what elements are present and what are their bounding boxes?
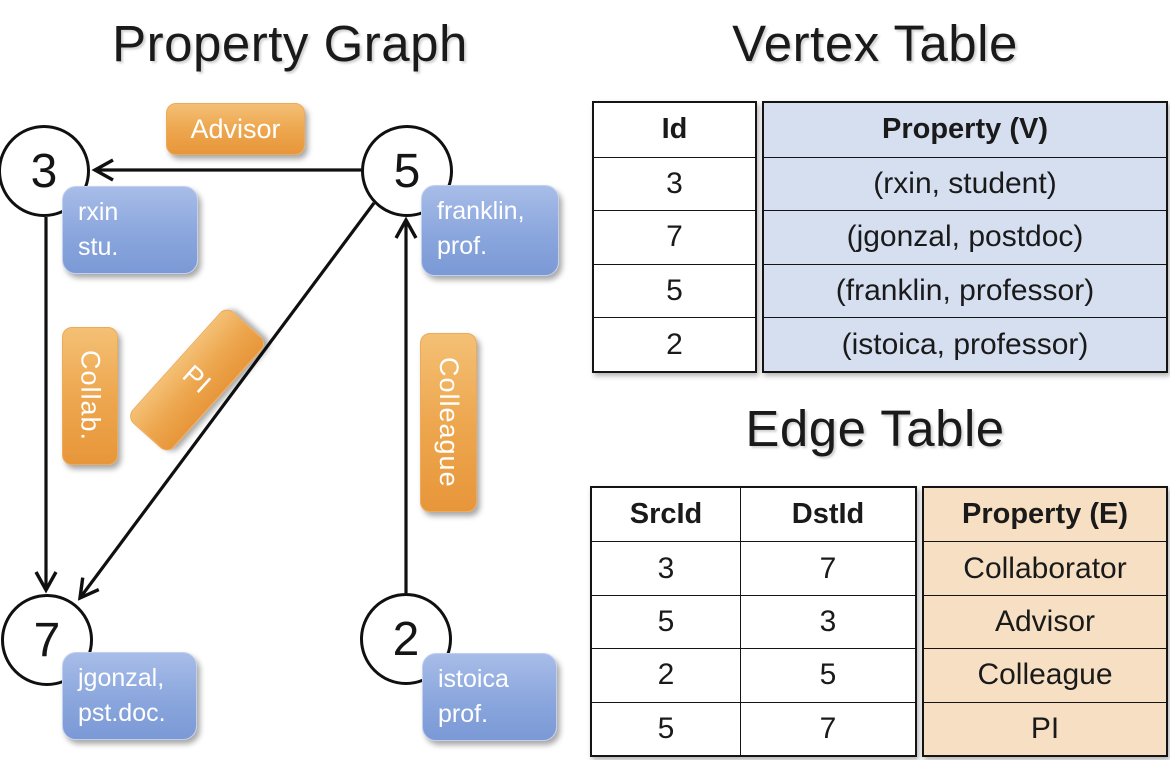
label-line: franklin, [437,197,525,225]
table-row: 2 [594,317,755,371]
vertex-id-cell: 3 [666,166,683,200]
edge-property-cell: Colleague [924,649,1166,702]
vertex-property-cell: (rxin, student) [764,157,1166,211]
table-row: Collaborator [924,541,1166,595]
table-row: 5 7 [592,701,915,755]
vertex-table-id-column: Id 3 7 5 2 [592,101,757,373]
node-2-property-label: istoica prof. [422,653,557,741]
label-line: pst.doc. [78,699,166,727]
table-row: 5 3 [592,594,915,649]
edge-srcid-cell: 5 [657,604,675,638]
table-row: (franklin, professor) [764,263,1166,318]
node-id: 5 [393,144,421,198]
edge-property-cell: Collaborator [924,542,1166,595]
edge-srcid-cell: 2 [657,658,675,692]
label-line: prof. [438,700,489,728]
graph-edges-layer [34,158,418,601]
property-graph-title: Property Graph [112,15,468,72]
table-row: Colleague [924,648,1166,702]
vertex-property-cell: (franklin, professor) [764,264,1166,318]
edge-srcid-cell: 5 [657,711,675,745]
table-row: (rxin, student) [764,156,1166,211]
node-id: 7 [33,613,61,667]
edge-table-title: Edge Table [745,400,1005,457]
edge-dstid-cell: 7 [740,702,915,755]
edge-property-cell: Advisor [924,595,1166,649]
edge-dstid-cell: 3 [740,595,915,649]
vertex-id-cell: 2 [666,327,683,361]
edge-label-text: Advisor [190,113,281,144]
vertex-table-title: Vertex Table [732,15,1018,72]
node-5-property-label: franklin, prof. [421,185,559,276]
label-line: stu. [78,233,119,261]
edge-label-advisor: Advisor [166,103,305,155]
edge-dstid-cell: 5 [740,649,915,702]
node-id: 2 [392,612,420,666]
node-id: 3 [30,144,58,198]
table-row: (jgonzal, postdoc) [764,210,1166,264]
table-row: Advisor [924,594,1166,649]
edge-label-collab: Collab. [62,327,118,465]
vertex-property-cell: (istoica, professor) [764,318,1166,371]
edge-label-text: Colleague [434,357,464,488]
edge-dstid-header: DstId [740,488,915,542]
label-line: prof. [437,232,488,260]
vertex-table-property-column: Property (V) (rxin, student) (jgonzal, p… [762,101,1168,373]
edge-label-colleague: Colleague [420,333,477,512]
table-row: 3 7 [592,541,915,595]
label-line: rxin [78,198,119,226]
node-3-property-label: rxin stu. [62,186,198,274]
graph-node-2: 2 [360,593,452,685]
table-row: 2 5 [592,648,915,702]
vertex-property-header: Property (V) [764,103,1166,157]
vertex-id-cell: 7 [666,220,683,254]
edge-5-to-7 [77,202,376,601]
edge-table-property-column: Property (E) Collaborator Advisor Collea… [922,486,1168,757]
edge-srcid-cell: 3 [657,551,675,585]
edge-srcid-header: SrcId [629,498,703,531]
edge-property-header: Property (E) [924,488,1166,542]
edge-dstid-cell: 7 [740,542,915,595]
edge-label-text: Collab. [75,350,106,442]
label-line: jgonzal, [78,664,165,692]
vertex-id-header: Id [661,113,688,146]
edge-property-cell: PI [924,702,1166,755]
table-row: (istoica, professor) [764,317,1166,371]
graph-node-5: 5 [361,125,453,217]
table-row: 5 [594,263,755,318]
vertex-id-cell: 5 [666,274,683,308]
vertex-property-cell: (jgonzal, postdoc) [764,211,1166,264]
edge-table-id-columns: SrcId DstId 3 7 5 3 2 5 5 7 [590,486,917,757]
node-7-property-label: jgonzal, pst.doc. [62,652,197,740]
edge-label-text: PI [177,359,218,400]
table-row: 7 [594,210,755,264]
table-row: 3 [594,156,755,211]
table-row: PI [924,701,1166,755]
label-line: istoica [438,665,509,693]
